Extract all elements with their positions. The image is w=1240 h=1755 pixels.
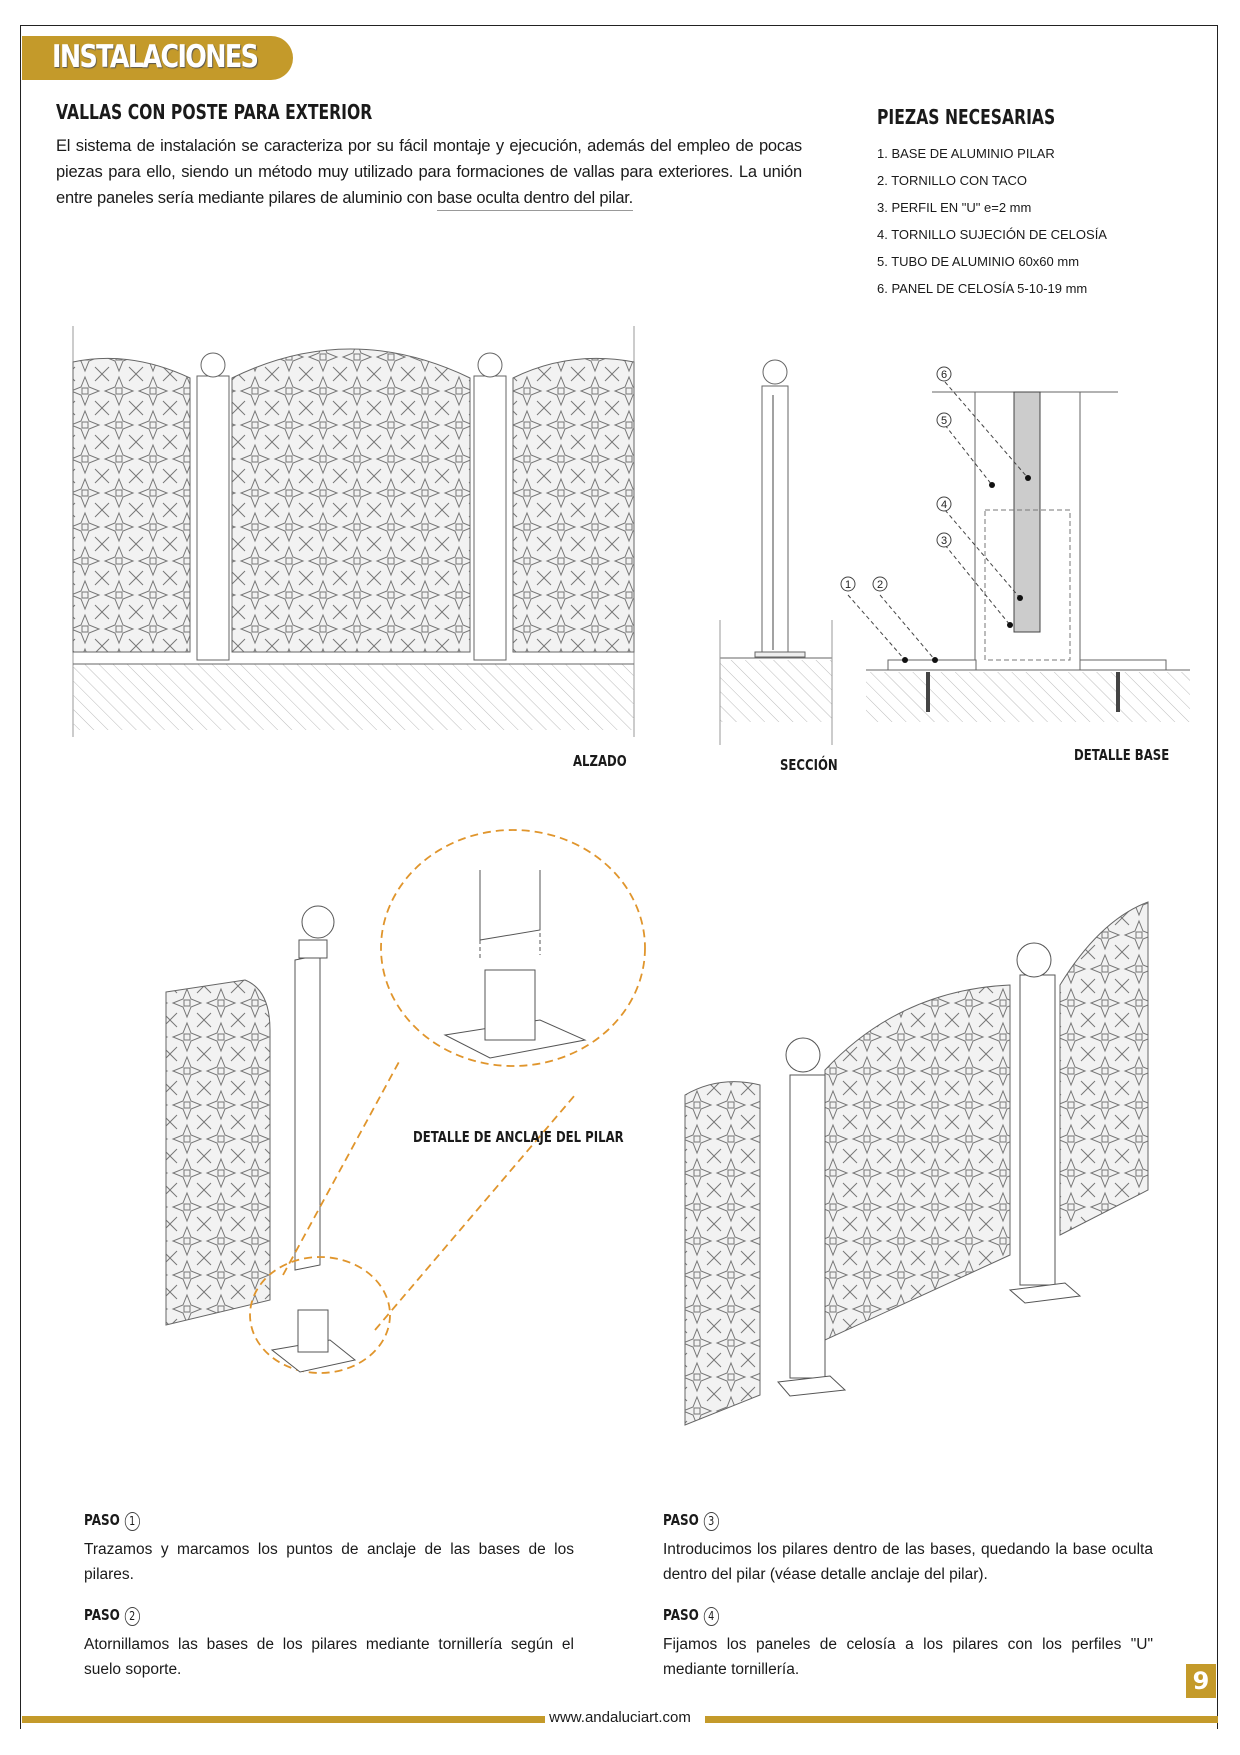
parts-heading: PIEZAS NECESARIAS [877,105,1056,129]
list-item: 6. PANEL DE CELOSÍA 5-10-19 mm [877,281,1088,296]
label-seccion: SECCIÓN [780,756,838,774]
label-alzado: ALZADO [573,752,627,770]
list-item: 4. TORNILLO SUJECIÓN DE CELOSÍA [877,227,1107,242]
footer-bar-left [22,1716,547,1723]
list-item: 1. BASE DE ALUMINIO PILAR [877,146,1055,161]
list-item: 2. TORNILLO CON TACO [877,173,1028,188]
list-item: 3. PERFIL EN "U" e=2 mm [877,200,1032,215]
callout-2: 2 [877,579,883,591]
assembly-isometric-left [165,829,646,1374]
callout-1: 1 [845,579,851,591]
callout-5: 5 [941,415,947,427]
section-tab: INSTALACIONES [22,36,293,80]
step-number: 4 [703,1607,719,1626]
footer-bar-right [705,1716,1218,1723]
list-item: 5. TUBO DE ALUMINIO 60x60 mm [877,254,1080,269]
assembly-isometric-right [684,901,1149,1426]
callout-4: 4 [941,499,947,511]
label-detalle-anclaje: DETALLE DE ANCLAJE DEL PILAR [413,1128,624,1146]
parts-list: 1. BASE DE ALUMINIO PILAR 2. TORNILLO CO… [877,140,1107,302]
step-number: 2 [124,1607,140,1626]
intro-heading: VALLAS CON POSTE PARA EXTERIOR [56,100,373,124]
step-number: 3 [703,1512,719,1531]
base-detail-drawing: 6 5 4 3 1 2 [840,366,1190,722]
intro-paragraph: El sistema de instalación se caracteriza… [56,133,802,211]
elevation-drawing [72,326,635,737]
section-drawing [719,359,833,745]
page-title: INSTALACIONES [52,39,259,75]
step-number: 1 [124,1512,140,1531]
callout-6: 6 [941,369,947,381]
callout-3: 3 [941,535,947,547]
footer-url[interactable]: www.andaluciart.com [545,1709,695,1726]
page-number: 9 [1186,1664,1216,1698]
page-frame [20,25,1218,1729]
label-detalle-base: DETALLE BASE [1074,746,1170,764]
